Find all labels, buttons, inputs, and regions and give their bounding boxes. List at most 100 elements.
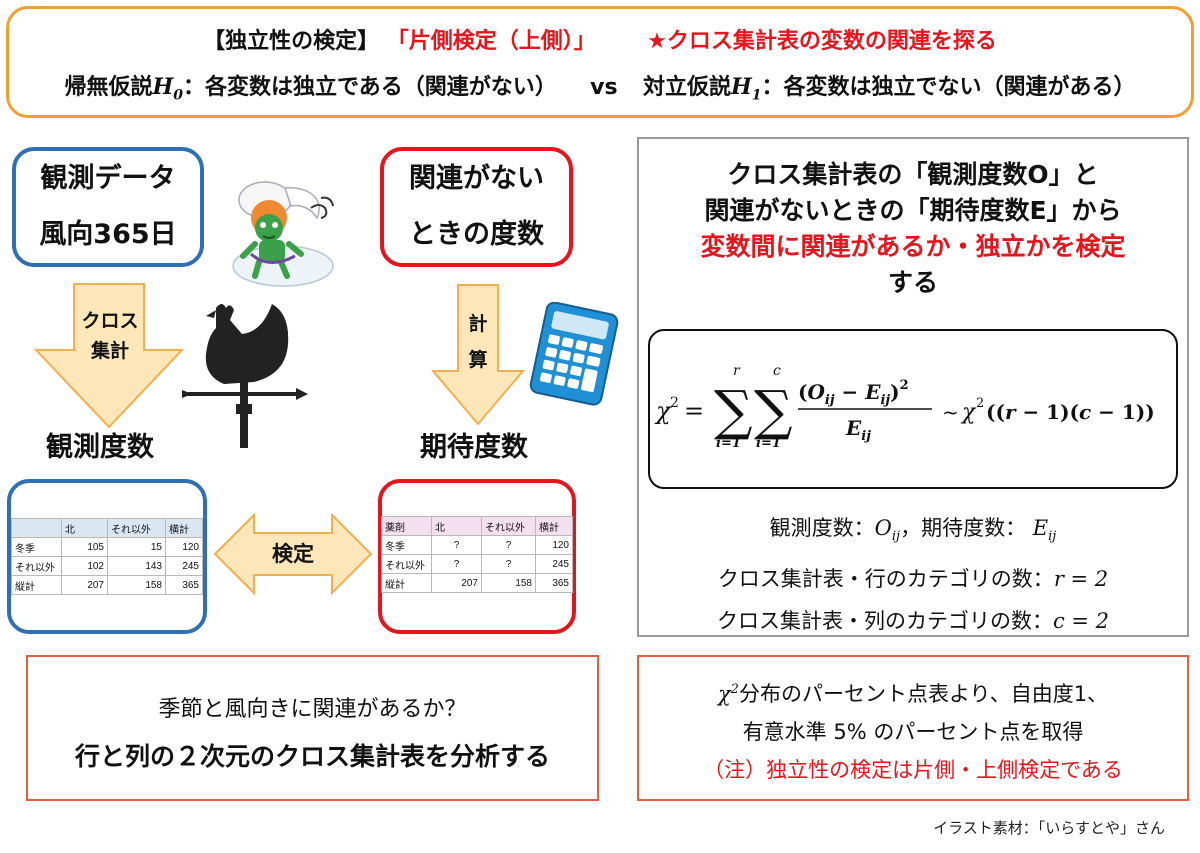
def-observed-label: 観測度数： <box>769 516 875 540</box>
expected-header-cell: それ以外 <box>481 516 536 536</box>
svg-text:(Oij − Eij)2: (Oij − Eij)2 <box>798 378 909 408</box>
expected-cell: ? <box>481 535 536 555</box>
method-title-line4: する <box>887 268 938 297</box>
test-purpose: ★クロス集計表の変数の関連を探る <box>647 29 997 54</box>
analysis-text: 行と列の２次元のクロス集計表を分析する <box>74 742 550 771</box>
observed-cell: 105 <box>61 537 108 557</box>
h1-text: ：各変数は独立でない（関連がある） <box>761 75 1136 100</box>
expected-cell: 365 <box>535 573 573 593</box>
def-cols-label: クロス集計表・列のカテゴリの数： <box>716 609 1053 634</box>
cross-tab-label-2: 集計 <box>90 340 129 362</box>
svg-text:2: 2 <box>670 395 679 411</box>
observed-cell: それ以外 <box>11 556 62 576</box>
cross-tab-label-1: クロス <box>81 310 139 332</box>
hypothesis-row: 帰無仮説H0：各変数は独立である（関連がない） vs 対立仮説H1：各変数は独立… <box>9 69 1191 103</box>
def-rows: クロス集計表・行のカテゴリの数：r = 2 <box>639 558 1187 600</box>
svg-text:c: c <box>773 363 781 379</box>
observed-box-line1: 観測データ <box>40 163 176 194</box>
expected-header-cell: 横計 <box>535 516 573 536</box>
def-cols: クロス集計表・列のカテゴリの数：c = 2 <box>639 600 1187 642</box>
h1-label: 対立仮説 <box>642 75 731 100</box>
observed-cell: 158 <box>107 575 166 595</box>
note-line1-text: 分布のパーセント点表より、自由度1、 <box>738 682 1109 706</box>
expected-cell: 207 <box>431 573 482 593</box>
svg-text:r: r <box>733 363 741 379</box>
svg-text:i=1: i=1 <box>716 436 741 451</box>
observed-cell: 15 <box>107 537 166 557</box>
def-rows-label: クロス集計表・行のカテゴリの数： <box>717 567 1054 592</box>
calculator-illustration <box>529 302 619 406</box>
h0-label: 帰無仮説 <box>64 75 153 100</box>
observed-cell: 143 <box>107 556 166 576</box>
expected-table: 薬剤 北 それ以外 横計 冬季 ? ? 120 それ以外 ? ? 245 縦計 … <box>381 516 573 593</box>
no-relation-box: 関連がない ときの度数 <box>380 147 573 267</box>
svg-text:2: 2 <box>976 396 984 411</box>
test-type: 「片側検定（上側）」 <box>386 29 596 54</box>
svg-text:i=1: i=1 <box>756 436 781 451</box>
def-rows-value: r = 2 <box>1053 567 1109 592</box>
expected-freq-label: 期待度数 <box>420 432 528 463</box>
chi-square-formula: χ 2 = ∑ r i=1 ∑ c i=1 (Oij − Eij)2 Eij ~… <box>654 363 1155 451</box>
observed-box-line2: 風向365日 <box>39 219 177 250</box>
note-line3: （注）独立性の検定は片側・上側検定である <box>703 758 1123 782</box>
expected-cell: 158 <box>481 573 536 593</box>
def-observed-expected: 観測度数：Oij，期待度数： Eij <box>769 516 1057 545</box>
observed-header-cell <box>11 518 62 538</box>
expected-cell: 冬季 <box>381 535 432 555</box>
svg-text:∑: ∑ <box>714 379 753 442</box>
expected-cell: ? <box>431 554 482 574</box>
calc-label-2: 算 <box>468 349 488 371</box>
observed-cell: 365 <box>165 575 203 595</box>
svg-text:((r − 1)(c − 1)): ((r − 1)(c − 1)) <box>986 400 1155 424</box>
header-title-row: 【独立性の検定】 「片側検定（上側）」 ★クロス集計表の変数の関連を探る <box>9 23 1191 55</box>
method-title-line2: 関連がないときの「期待度数E」から <box>704 196 1122 225</box>
question-box: 季節と風向きに関連があるか？ 行と列の２次元のクロス集計表を分析する <box>26 655 599 801</box>
expected-cell: ? <box>481 554 536 574</box>
observed-cell: 120 <box>165 537 203 557</box>
observed-cell: 207 <box>61 575 108 595</box>
chi-square-formula-box: χ 2 = ∑ r i=1 ∑ c i=1 (Oij − Eij)2 Eij ~… <box>648 329 1178 489</box>
test-double-arrow <box>213 512 373 596</box>
expected-header-cell: 薬剤 <box>381 516 432 536</box>
method-title-line3: 変数間に関連があるか・独立かを検定 <box>700 232 1126 261</box>
header-box: 【独立性の検定】 「片側検定（上側）」 ★クロス集計表の変数の関連を探る 帰無仮… <box>6 6 1194 118</box>
note-line1: χ2分布のパーセント点表より、自由度1、 <box>717 682 1109 706</box>
question-text: 季節と風向きに関連があるか？ <box>158 697 467 722</box>
method-title-line1: クロス集計表の「観測度数O」と <box>727 160 1099 189</box>
vs-label: vs <box>590 75 618 100</box>
note-box: χ2分布のパーセント点表より、自由度1、 有意水準 5% のパーセント点を取得 … <box>637 655 1189 801</box>
observed-data-box: 観測データ 風向365日 <box>12 147 204 267</box>
observed-header-cell: それ以外 <box>107 518 166 538</box>
observed-cell: 245 <box>165 556 203 576</box>
test-name: 【独立性の検定】 <box>203 29 380 54</box>
observed-cell: 102 <box>61 556 108 576</box>
observed-freq-label: 観測度数 <box>46 432 154 463</box>
def-expected-label: ，期待度数： <box>900 516 1027 540</box>
method-title: クロス集計表の「観測度数O」と 関連がないときの「期待度数E」から 変数間に関連… <box>639 157 1187 301</box>
cross-tab-arrow <box>33 283 185 429</box>
svg-text:χ: χ <box>960 400 977 425</box>
observed-cell: 縦計 <box>11 575 62 595</box>
observed-table: 北 それ以外 横計 冬季 105 15 120 それ以外 102 143 245… <box>11 518 203 595</box>
svg-text:~: ~ <box>942 400 959 424</box>
svg-text:∑: ∑ <box>754 379 793 442</box>
illustration-credit: イラスト素材：「いらすとや」さん <box>933 819 1165 837</box>
def-cols-value: c = 2 <box>1052 609 1110 634</box>
h1-symbol: H1 <box>730 74 762 104</box>
calc-arrow <box>430 284 526 426</box>
svg-text:Eij: Eij <box>845 416 871 444</box>
definitions: 観測度数：Oij，期待度数： Eij クロス集計表・行のカテゴリの数：r = 2… <box>639 507 1187 642</box>
observed-header-cell: 北 <box>61 518 108 538</box>
cross-tab-label: クロス 集計 <box>72 306 148 366</box>
test-label: 検定 <box>272 542 314 566</box>
note-line2: 有意水準 5% のパーセント点を取得 <box>742 720 1084 744</box>
expected-cell: 245 <box>535 554 573 574</box>
calc-label-1: 計 <box>468 313 488 335</box>
expected-cell: それ以外 <box>381 554 432 574</box>
expected-cell: ? <box>431 535 482 555</box>
no-relation-line2: ときの度数 <box>409 219 544 250</box>
expected-cell: 縦計 <box>381 573 432 593</box>
weathervane-illustration <box>182 304 308 448</box>
method-panel: クロス集計表の「観測度数O」と 関連がないときの「期待度数E」から 変数間に関連… <box>637 137 1189 637</box>
wind-god-illustration <box>232 181 334 287</box>
